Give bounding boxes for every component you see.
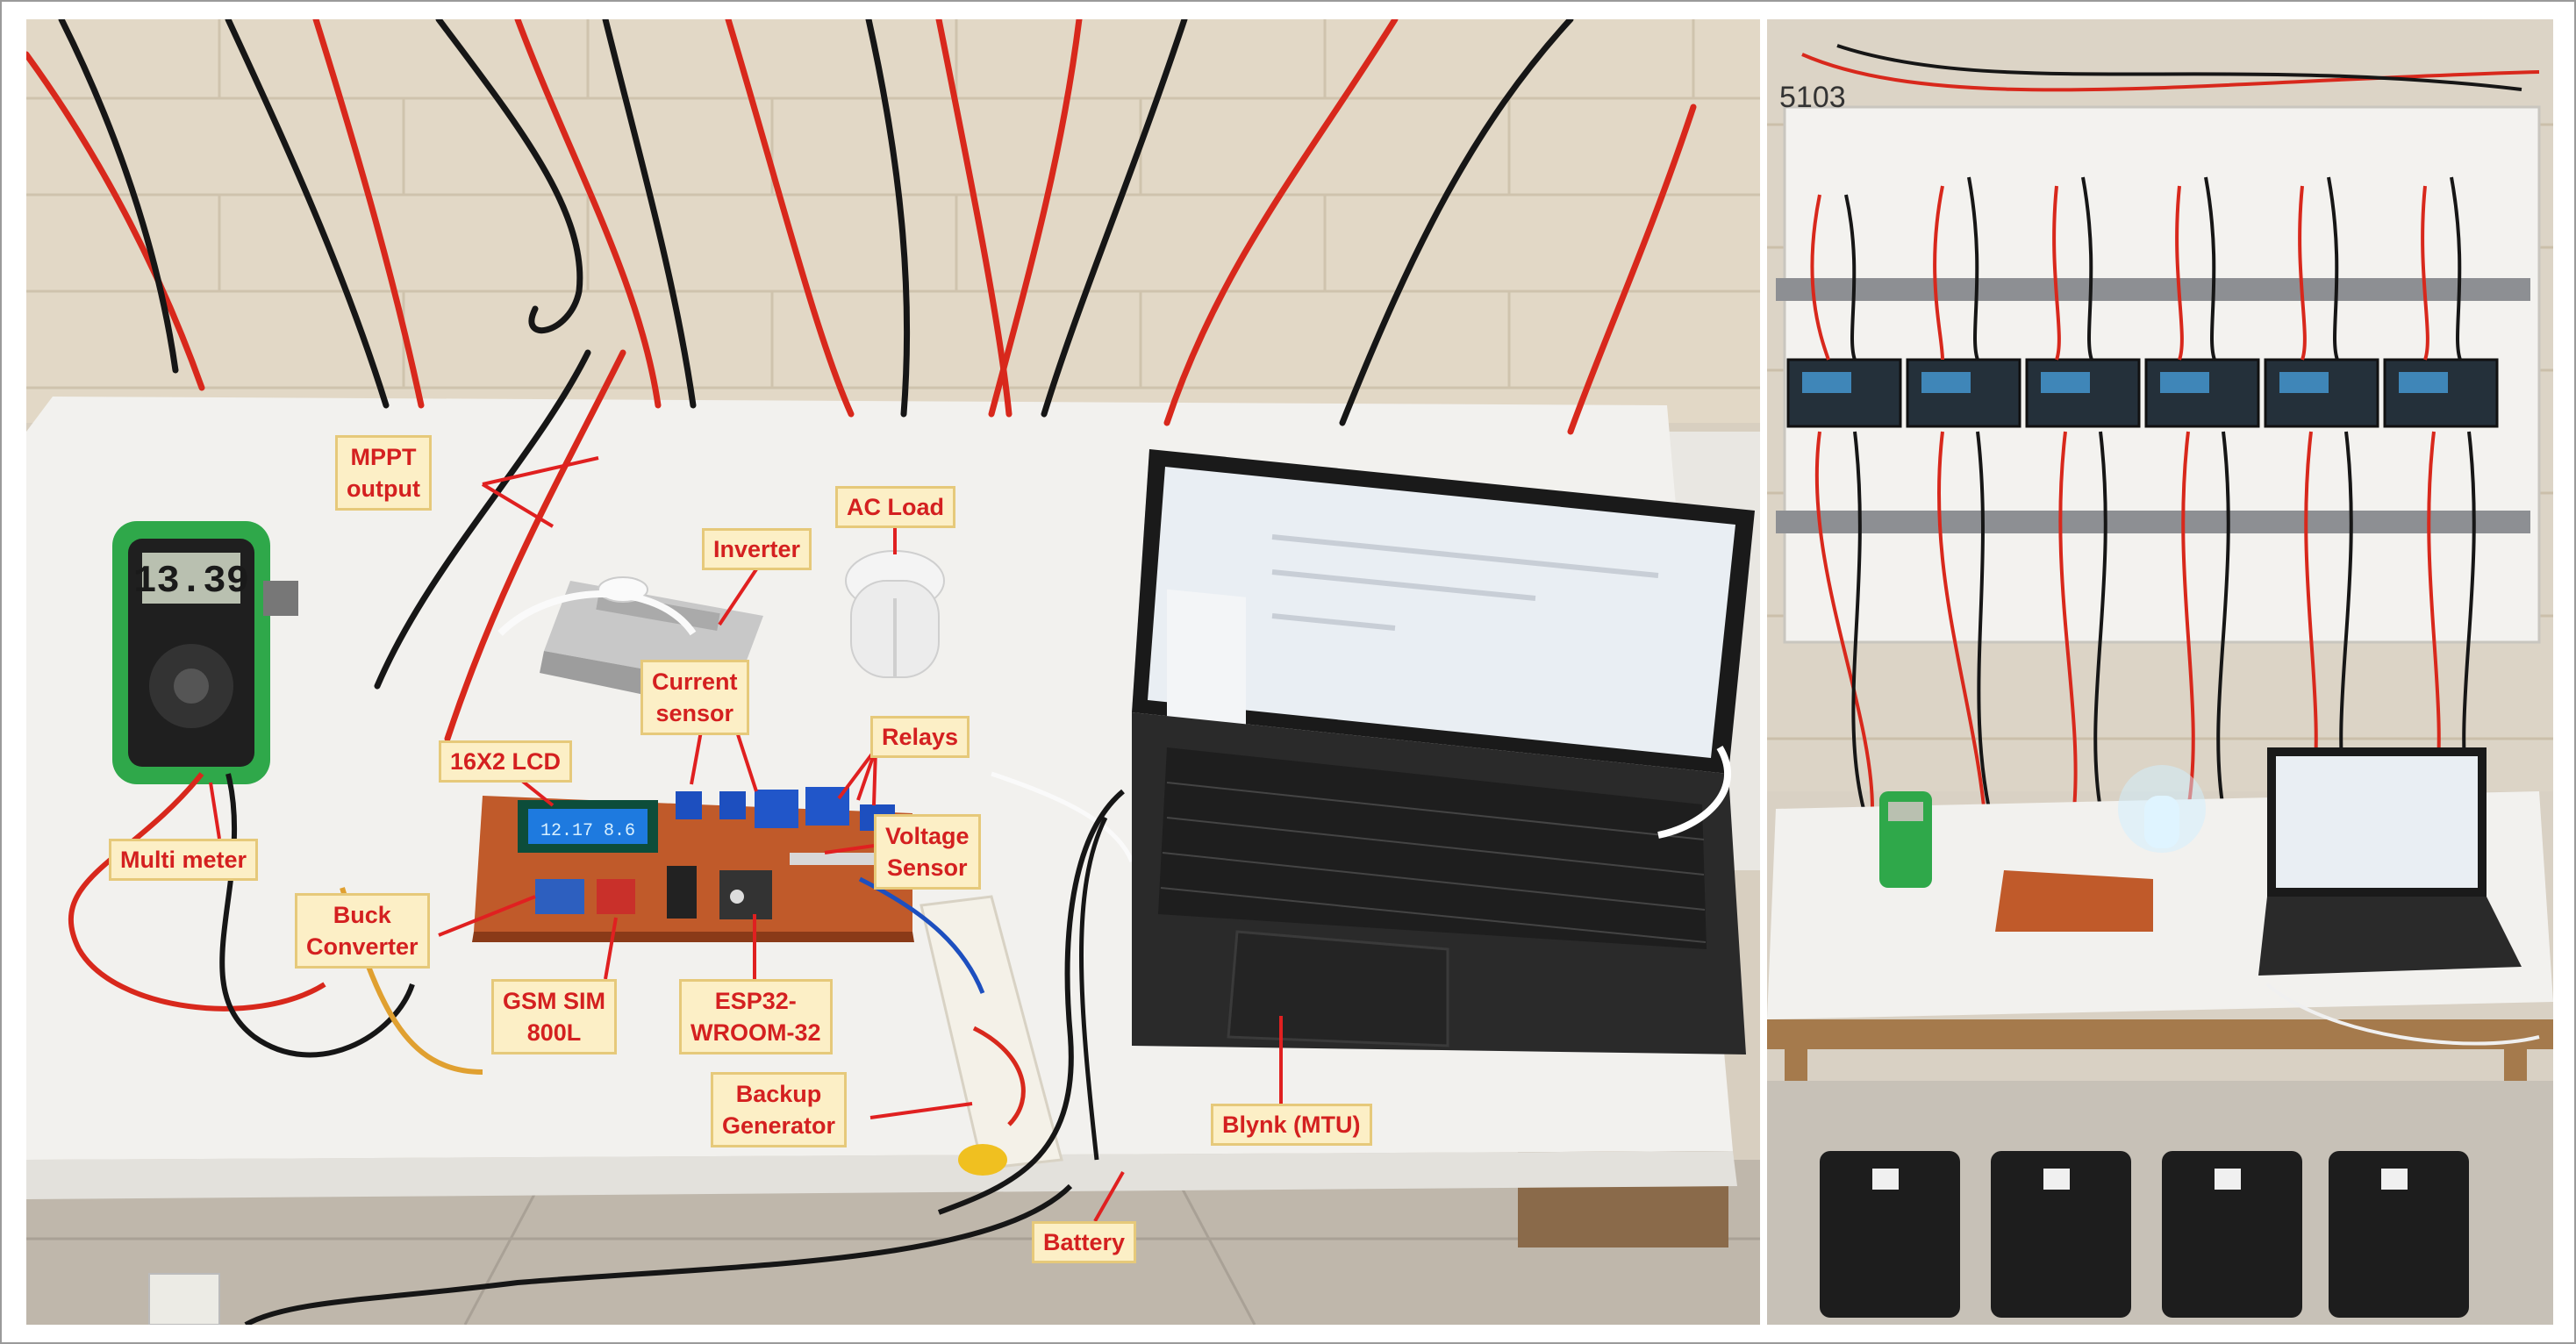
lab-setup-illustration: 13.39 — [26, 19, 1760, 1325]
breadboard — [919, 895, 1063, 1176]
label-current-sensor-text: Current sensor — [652, 668, 738, 726]
wall-marking: 5103 — [1779, 81, 1846, 114]
label-esp32: ESP32- WROOM-32 — [679, 979, 833, 1054]
controller-wall-illustration: 5103 — [1767, 19, 2553, 1325]
label-battery: Battery — [1032, 1221, 1137, 1263]
label-buck-converter-text: Buck Converter — [306, 902, 419, 960]
controller-wall-photo: 5103 — [1767, 19, 2553, 1325]
label-gsm-sim800l: GSM SIM 800L — [491, 979, 618, 1054]
laptop — [1132, 449, 1755, 1054]
label-voltage-sensor: Voltage Sensor — [874, 814, 981, 890]
pointer-lines — [209, 456, 1283, 1222]
label-ac-load: AC Load — [835, 486, 955, 528]
pcb-board: 12.17 8.6 — [472, 787, 914, 942]
label-buck-converter: Buck Converter — [295, 893, 430, 969]
label-voltage-sensor-text: Voltage Sensor — [885, 823, 970, 881]
label-mppt-output: MPPT output — [335, 435, 432, 511]
label-mppt-output-text: MPPT output — [347, 444, 420, 502]
label-inverter: Inverter — [702, 528, 812, 570]
label-esp32-text: ESP32- WROOM-32 — [691, 988, 821, 1046]
label-relays: Relays — [870, 716, 970, 758]
label-current-sensor: Current sensor — [640, 660, 749, 735]
label-backup-generator: Backup Generator — [711, 1072, 848, 1147]
charge-controllers — [1786, 358, 2499, 428]
label-gsm-sim800l-text: GSM SIM 800L — [503, 988, 606, 1046]
multimeter-device: 13.39 — [112, 521, 298, 784]
label-blynk-mtu: Blynk (MTU) — [1211, 1104, 1372, 1146]
multimeter-reading: 13.39 — [133, 560, 249, 604]
ac-load-lamp — [845, 550, 945, 678]
label-16x2-lcd: 16X2 LCD — [439, 740, 573, 783]
label-multimeter: Multi meter — [109, 839, 259, 881]
lab-setup-photo: 13.39 — [26, 19, 1760, 1325]
label-backup-generator-text: Backup Generator — [722, 1081, 836, 1139]
lcd-reading: 12.17 8.6 — [540, 821, 635, 841]
